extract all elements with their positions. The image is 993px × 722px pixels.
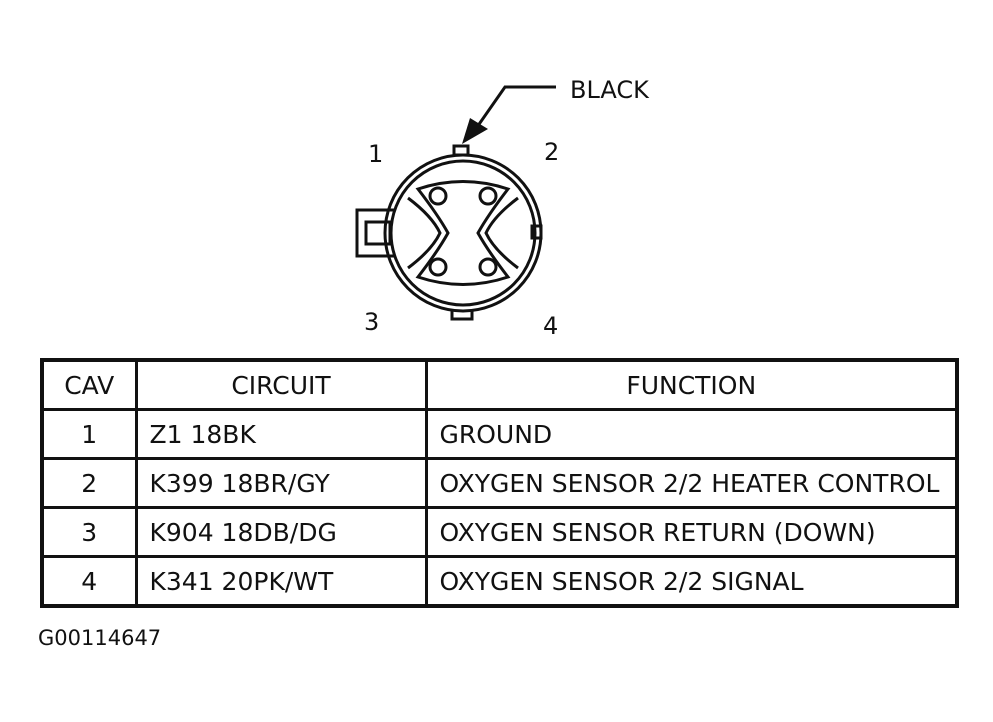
table-row: 3 K904 18DB/DG OXYGEN SENSOR RETURN (DOW… (40, 506, 959, 558)
table-header-row: CAV CIRCUIT FUNCTION (40, 358, 959, 411)
cell-circuit: Z1 18BK (134, 408, 428, 460)
cavity-label-3: 3 (364, 308, 379, 336)
cell-function: GROUND (424, 408, 959, 460)
cell-circuit: K341 20PK/WT (134, 555, 428, 608)
connector-color-label: BLACK (570, 76, 650, 104)
header-cav: CAV (40, 358, 138, 411)
cell-function: OXYGEN SENSOR 2/2 HEATER CONTROL (424, 457, 959, 509)
connector-terminals (428, 186, 498, 277)
table-row: 2 K399 18BR/GY OXYGEN SENSOR 2/2 HEATER … (40, 457, 959, 509)
cell-circuit: K904 18DB/DG (134, 506, 428, 558)
terminal-4 (478, 257, 498, 277)
cell-function: OXYGEN SENSOR 2/2 SIGNAL (424, 555, 959, 608)
connector-body (355, 144, 543, 321)
cavity-label-4: 4 (543, 312, 558, 340)
terminal-3 (428, 257, 448, 277)
cavity-label-1: 1 (368, 140, 383, 168)
table-row: 4 K341 20PK/WT OXYGEN SENSOR 2/2 SIGNAL (40, 555, 959, 608)
table-row: 1 Z1 18BK GROUND (40, 408, 959, 460)
cell-function: OXYGEN SENSOR RETURN (DOWN) (424, 506, 959, 558)
header-circuit: CIRCUIT (134, 358, 428, 411)
figure-id: G00114647 (38, 626, 162, 650)
cavity-label-2: 2 (544, 138, 559, 166)
color-label-leader (473, 85, 556, 131)
color-label-arrowhead (462, 118, 488, 144)
terminal-1 (428, 186, 448, 206)
cell-cav: 1 (40, 408, 138, 460)
connector-diagram: BLACK 1 2 3 4 (355, 76, 650, 340)
cell-cav: 4 (40, 555, 138, 608)
cell-cav: 3 (40, 506, 138, 558)
cell-cav: 2 (40, 457, 138, 509)
header-function: FUNCTION (424, 358, 959, 411)
cell-circuit: K399 18BR/GY (134, 457, 428, 509)
pinout-table: CAV CIRCUIT FUNCTION 1 Z1 18BK GROUND 2 … (40, 358, 959, 608)
terminal-2 (478, 186, 498, 206)
